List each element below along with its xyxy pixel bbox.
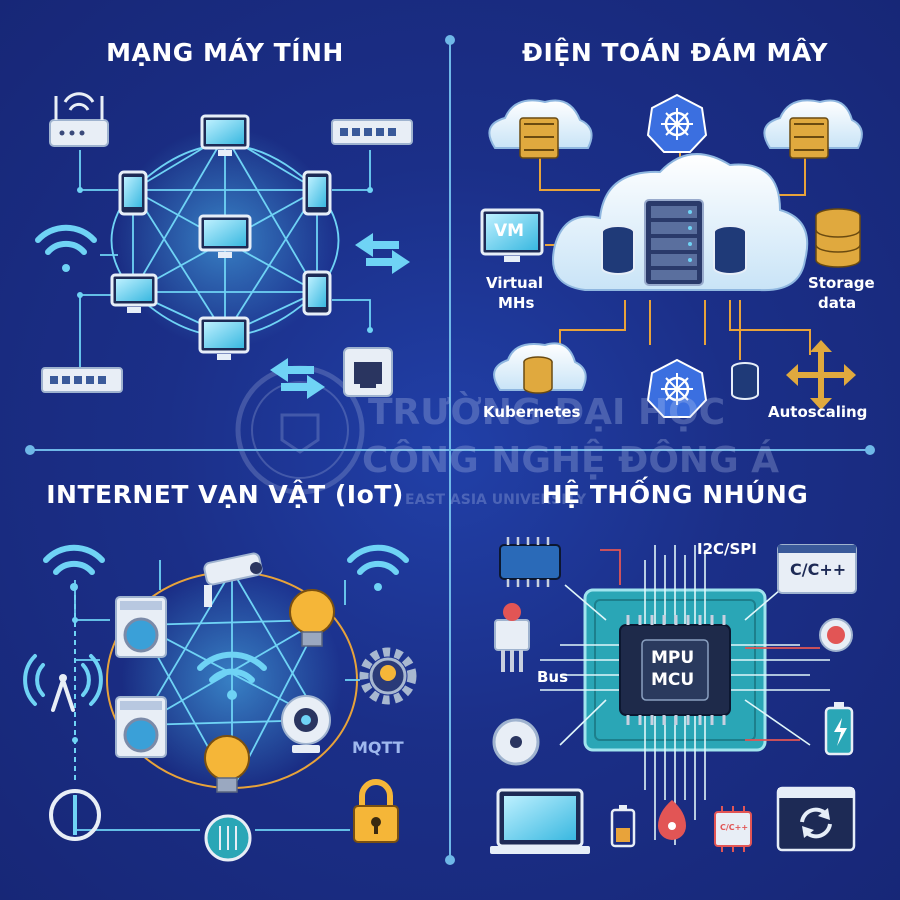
chip-label-line-1: MPU <box>651 648 695 668</box>
watermark-line-3: EAST ASIA UNIVERSITY <box>405 492 587 508</box>
kubernetes-label: Kubernetes <box>483 403 581 421</box>
small-code-chip-icon <box>714 806 752 852</box>
computer-network-diagram <box>35 92 413 399</box>
wifi-icon <box>35 224 97 272</box>
virtual-label-line-1: Virtual <box>486 274 543 292</box>
transistor-icon <box>494 603 530 672</box>
ethernet-port-icon <box>343 347 393 397</box>
location-pin-icon <box>658 800 686 840</box>
network-switch-icon <box>41 119 413 393</box>
battery-icon <box>824 702 854 756</box>
storage-database-icon <box>815 208 861 268</box>
wifi-icon <box>43 544 409 591</box>
chip-node-icon <box>204 814 252 862</box>
security-camera-icon <box>203 552 263 607</box>
title-cloud-computing: ĐIỆN TOÁN ĐÁM MÂY <box>522 38 828 67</box>
washing-machine-icon <box>115 596 167 758</box>
red-button-icon <box>819 618 853 652</box>
storage-label-line-2: data <box>818 294 857 312</box>
title-iot: INTERNET VẠN VẬT (IoT) <box>46 480 404 509</box>
cloud-computing-diagram <box>480 93 863 418</box>
virtual-machine-icon <box>480 208 544 262</box>
virtual-label-line-2: MHs <box>498 294 535 312</box>
autoscaling-arrows-icon <box>786 340 856 410</box>
update-window-icon <box>776 786 856 852</box>
lock-icon <box>353 779 399 843</box>
light-bulb-icon <box>204 589 335 793</box>
kubernetes-icon <box>646 358 708 418</box>
watermark-line-2: CÔNG NGHỆ ĐÔNG Á <box>362 440 780 481</box>
small-chip-label: C/C++ <box>720 823 749 832</box>
title-computer-network: MẠNG MÁY TÍNH <box>106 38 344 67</box>
smart-gear-icon <box>359 647 417 705</box>
code-window-icon <box>777 544 857 594</box>
antenna-icon <box>23 654 103 712</box>
battery-level-icon <box>610 805 636 848</box>
kubernetes-icon <box>646 93 708 153</box>
watermark-line-1: TRƯỜNG ĐẠI HỌC <box>368 392 726 433</box>
chip-label-line-2: MCU <box>651 670 695 690</box>
mqtt-label: MQTT <box>352 738 404 757</box>
laptop-icon <box>490 788 590 854</box>
sensor-icon <box>49 789 101 841</box>
autoscaling-label: Autoscaling <box>768 403 868 421</box>
embedded-system-diagram <box>490 537 857 854</box>
vm-screen-label: VM <box>494 221 525 241</box>
iot-diagram <box>23 544 417 862</box>
bus-label: Bus <box>537 668 569 686</box>
title-embedded-systems: HỆ THỐNG NHÚNG <box>541 480 809 509</box>
storage-label-line-1: Storage <box>808 274 875 292</box>
quadrant-dividers <box>25 35 875 865</box>
router-icon <box>49 92 109 147</box>
dial-icon <box>492 718 540 766</box>
webcam-icon <box>281 695 331 753</box>
protocol-label: I2C/SPI <box>697 540 757 558</box>
exchange-arrows-icon <box>270 233 410 399</box>
microchip-icon <box>499 537 561 587</box>
language-label: C/C++ <box>790 560 847 579</box>
